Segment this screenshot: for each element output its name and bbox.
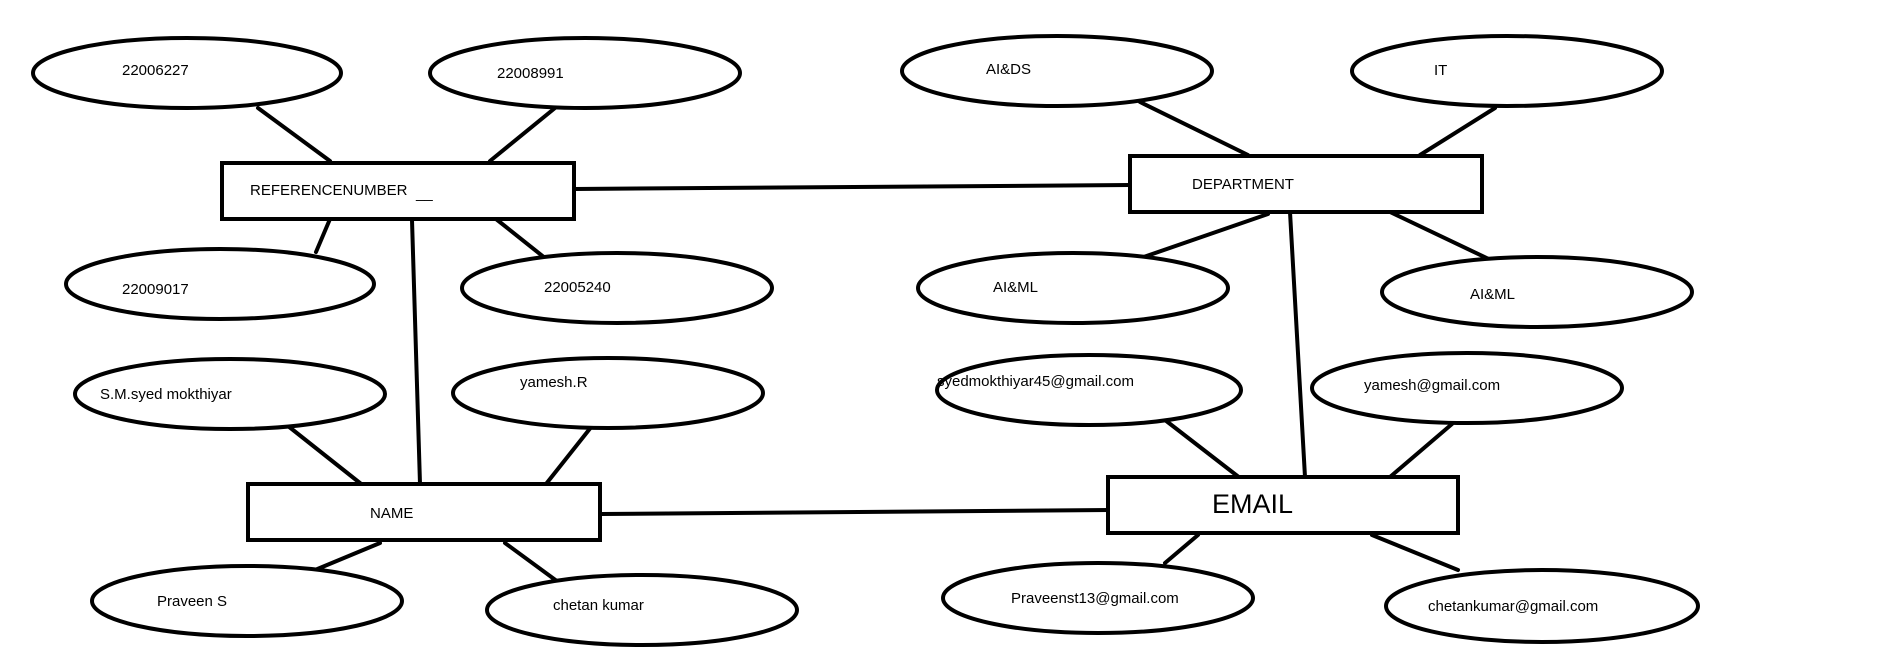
attribute-22009017: 22009017: [64, 247, 376, 321]
attribute-praveen-s: Praveen S: [90, 564, 404, 638]
connector-dept-attr-3: [1133, 212, 1270, 262]
attribute-label: 22005240: [544, 279, 611, 296]
attribute-email-syedmokthiyar: syedmokthiyar45@gmail.com: [935, 353, 1243, 427]
connector-name-attr-2: [544, 424, 594, 486]
attribute-label: syedmokthiyar45@gmail.com: [937, 373, 1134, 390]
attribute-it: IT: [1350, 34, 1664, 108]
attribute-label: S.M.syed mokthiyar: [100, 386, 232, 403]
connector-name-attr-3: [313, 541, 382, 572]
connector-email-attr-2: [1388, 422, 1454, 479]
attribute-label: chetankumar@gmail.com: [1428, 598, 1598, 615]
link-reference-name: [410, 218, 422, 486]
attribute-22008991: 22008991: [428, 36, 742, 110]
attribute-22006227: 22006227: [31, 36, 343, 110]
attribute-email-praveenst13: Praveenst13@gmail.com: [941, 561, 1255, 635]
attribute-yamesh-r: yamesh.R: [451, 356, 765, 430]
connector-ref-attr-1: [256, 106, 332, 163]
connector-email-attr-3: [1163, 533, 1200, 565]
connector-email-attr-4: [1370, 533, 1460, 572]
attribute-ai-ml-1: AI&ML: [916, 251, 1230, 325]
entity-label: REFERENCENUMBER: [250, 182, 408, 199]
attribute-label: yamesh.R: [520, 374, 588, 391]
link-reference-department: [572, 183, 1132, 191]
entity-email: EMAIL: [1106, 475, 1460, 535]
attribute-label: chetan kumar: [553, 597, 644, 614]
connector-ref-attr-4: [494, 217, 547, 260]
link-department-email: [1288, 210, 1307, 479]
connector-dept-attr-1: [1138, 100, 1250, 157]
entity-reference-number: REFERENCENUMBER __: [220, 161, 576, 221]
attribute-label: AI&ML: [1470, 286, 1515, 303]
attribute-22005240: 22005240: [460, 251, 774, 325]
connector-ref-attr-2: [488, 106, 557, 163]
entity-name: NAME: [246, 482, 602, 542]
attribute-label: 22006227: [122, 62, 189, 79]
connector-dept-attr-4: [1388, 210, 1497, 264]
connector-dept-attr-2: [1418, 106, 1497, 157]
entity-label: EMAIL: [1212, 489, 1293, 519]
entity-label: NAME: [370, 505, 413, 522]
attribute-label: 22008991: [497, 65, 564, 82]
attribute-label: 22009017: [122, 281, 189, 298]
attribute-email-yamesh: yamesh@gmail.com: [1310, 351, 1624, 425]
attribute-label: Praveen S: [157, 593, 227, 610]
attribute-label: Praveenst13@gmail.com: [1011, 590, 1179, 607]
attribute-label: IT: [1434, 62, 1447, 79]
link-name-email: [600, 508, 1112, 516]
connector-name-attr-1: [286, 424, 367, 489]
entity-department: DEPARTMENT: [1128, 154, 1484, 214]
attribute-label: AI&DS: [986, 61, 1031, 78]
underline-mark: __: [415, 185, 433, 202]
attribute-syed-mokthiyar: S.M.syed mokthiyar: [73, 357, 387, 431]
attribute-email-chetankumar: chetankumar@gmail.com: [1384, 568, 1700, 644]
attribute-ai-ds: AI&DS: [900, 34, 1214, 108]
connector-email-attr-1: [1163, 418, 1242, 480]
connector-ref-attr-3: [314, 217, 332, 254]
attribute-label: yamesh@gmail.com: [1364, 377, 1500, 394]
attribute-ai-ml-2: AI&ML: [1380, 255, 1694, 329]
attribute-label: AI&ML: [993, 279, 1038, 296]
attribute-chetan-kumar: chetan kumar: [485, 573, 799, 647]
entity-label: DEPARTMENT: [1192, 176, 1294, 193]
